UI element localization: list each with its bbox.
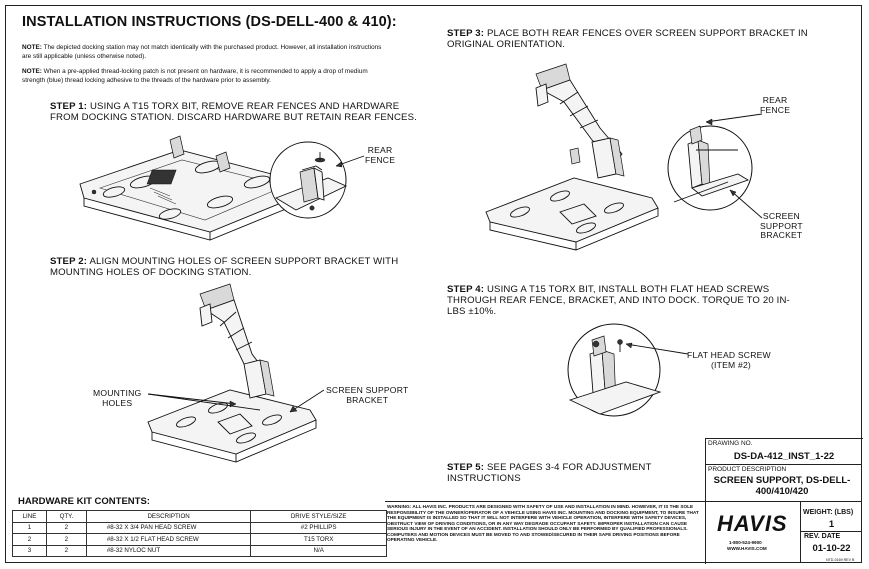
rev-date: 01-10-22 [812,543,851,554]
hardware-table: LINE QTY. DESCRIPTION DRIVE STYLE/SIZE 1… [12,510,387,557]
step-3-text: PLACE BOTH REAR FENCES OVER SCREEN SUPPO… [447,28,808,50]
step-4-text: USING A T15 TORX BIT, INSTALL BOTH FLAT … [447,284,790,317]
step-2-label: STEP 2: [50,256,88,267]
note-2: NOTE: When a pre-applied thread-locking … [22,68,382,85]
cell: 2 [12,533,47,546]
cell: #8-32 X 1/2 FLAT HEAD SCREW [85,533,252,546]
divider [705,501,862,502]
step-4-leader-line [625,342,689,355]
note-2-label: NOTE: [22,68,42,75]
drawing-no-label: DRAWING NO. [708,440,753,447]
step-3-detail-view [667,125,753,211]
table-row: 3 2 #8-32 NYLOC NUT N/A [12,544,387,557]
cell: #8-32 X 3/4 PAN HEAD SCREW [85,521,252,534]
step-1-label: STEP 1: [50,101,88,112]
document-code: NTD-0169 REV B [826,558,855,562]
website: WWW.HAVIS.COM [727,546,767,551]
step-2-bracket-illustration [147,283,317,463]
col-line: LINE [12,510,47,523]
cell: N/A [250,544,387,557]
havis-logo-block: HAVIS 1-800-524-9900 WWW.HAVIS.COM [705,501,800,563]
page-title: INSTALLATION INSTRUCTIONS (DS-DELL-400 &… [22,14,397,30]
divider [705,464,862,465]
table-row: 1 2 #8-32 X 3/4 PAN HEAD SCREW #2 PHILLI… [12,521,387,534]
cell: T15 TORX [250,533,387,546]
step-4: STEP 4: USING A T15 TORX BIT, INSTALL BO… [447,284,807,317]
drawing-no: DS-DA-412_INST_1-22 [733,451,835,462]
step-3-illustration [485,63,659,251]
cell: 2 [45,521,87,534]
step-5-label: STEP 5: [447,462,485,473]
step-4-detail-view [567,323,662,417]
step-2-text: ALIGN MOUNTING HOLES OF SCREEN SUPPORT B… [50,256,399,278]
col-qty: QTY. [45,510,87,523]
note-1: NOTE: The depicted docking station may n… [22,44,382,61]
divider [800,531,862,532]
hardware-title: HARDWARE KIT CONTENTS: [18,496,150,507]
phone-number: 1-800-524-9900 [729,540,762,545]
step-1: STEP 1: USING A T15 TORX BIT, REMOVE REA… [50,101,430,123]
havis-logo: HAVIS [717,511,788,536]
step-5: STEP 5: SEE PAGES 3-4 FOR ADJUSTMENT INS… [447,462,677,484]
col-description: DESCRIPTION [85,510,252,523]
step-3-leader-lines [705,113,763,219]
note-2-text: When a pre-applied thread-locking patch … [22,68,368,84]
warning-text: WARNING: ALL HAVIS INC. PRODUCTS ARE DES… [387,504,699,542]
table-row: 2 2 #8-32 X 1/2 FLAT HEAD SCREW T15 TORX [12,533,387,546]
cell: 2 [45,533,87,546]
step-4-label: STEP 4: [447,284,485,295]
step-3: STEP 3: PLACE BOTH REAR FENCES OVER SCRE… [447,28,827,50]
step-3-label: STEP 3: [447,28,485,39]
weight-label: WEIGHT: (LBS) [803,509,854,516]
step-2-leader-lines [147,389,325,413]
cell: #2 PHILLIPS [250,521,387,534]
product-description: SCREEN SUPPORT, DS-DELL-400/410/420 [713,475,851,497]
product-description-label: PRODUCT DESCRIPTION [708,466,787,473]
note-1-text: The depicted docking station may not mat… [22,44,382,60]
page-border [5,5,862,563]
callout-flat-head-screw: FLAT HEAD SCREW(ITEM #2) [687,350,771,370]
note-1-label: NOTE: [22,44,42,51]
step-2: STEP 2: ALIGN MOUNTING HOLES OF SCREEN S… [50,256,430,278]
hardware-header-row: LINE QTY. DESCRIPTION DRIVE STYLE/SIZE [12,510,387,523]
rev-date-label: REV. DATE [804,533,841,540]
col-drive-style: DRIVE STYLE/SIZE [250,510,387,523]
cell: #8-32 NYLOC NUT [85,544,252,557]
leader-line [335,155,365,168]
title-block-top-rule [385,501,862,502]
step-1-detail-view [269,141,348,219]
weight-value: 1 [828,519,835,530]
step-5-text: SEE PAGES 3-4 FOR ADJUSTMENT INSTRUCTION… [447,462,652,484]
step-1-dock-illustration [79,135,309,241]
cell: 1 [12,521,47,534]
divider [800,501,801,563]
cell: 3 [12,544,47,557]
step-1-text: USING A T15 TORX BIT, REMOVE REAR FENCES… [50,101,417,123]
cell: 2 [45,544,87,557]
